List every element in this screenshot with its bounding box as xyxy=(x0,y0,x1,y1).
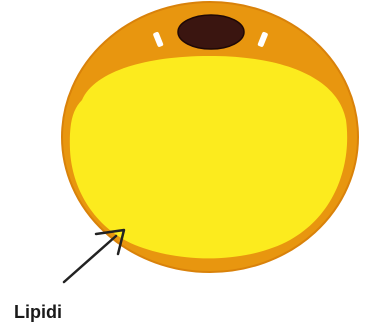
lipid-droplet xyxy=(70,56,347,258)
nucleus xyxy=(178,15,244,49)
lipid-label: Lipidi xyxy=(14,302,62,322)
pointer-line xyxy=(64,236,116,282)
